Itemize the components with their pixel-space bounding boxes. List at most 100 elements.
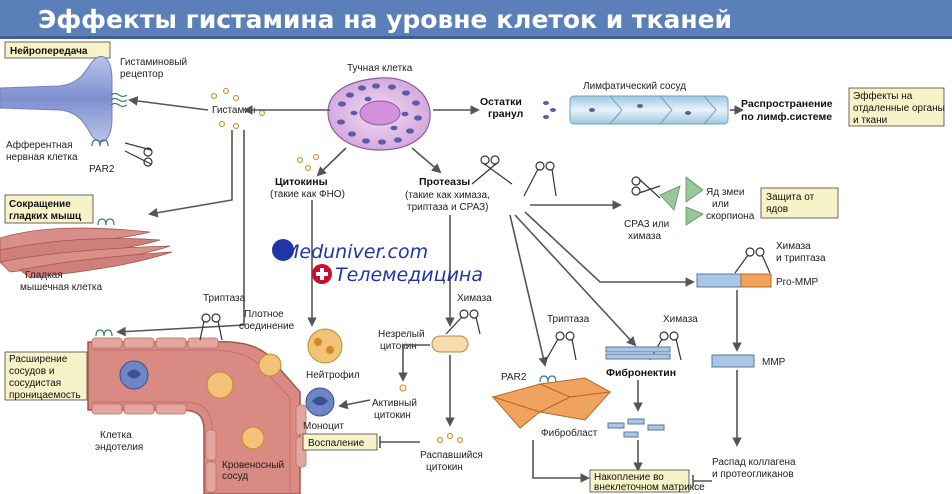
watermark-line1: Meduniver.com <box>283 241 428 263</box>
label-endothelial: Клетка <box>100 430 132 441</box>
box-remote-text-1: Эффекты на <box>853 90 913 102</box>
label-fibronectin: Фибронектин <box>606 367 676 379</box>
label-collagen-2: и протеогликанов <box>712 469 794 480</box>
box-smooth-text-1: Сокращение <box>9 199 71 210</box>
box-venom-text-2: ядов <box>766 204 788 215</box>
arrow-immature-active <box>398 344 430 382</box>
pro-mmp-bar-tail <box>740 273 772 288</box>
label-spread-2: по лимф.системе <box>741 111 832 123</box>
fib-receptor-icon <box>539 375 557 383</box>
lymph-valves <box>609 95 717 125</box>
lymph-vessel <box>569 95 729 125</box>
label-smooth-cell-2: мышечная клетка <box>20 282 103 293</box>
box-venom-protection <box>760 187 839 219</box>
box-ecm-text-1: Накопление во <box>594 472 664 483</box>
box-vaso-text-1: Расширение <box>9 354 68 365</box>
label-snake-2: или <box>712 199 729 210</box>
afferent-nerve <box>0 56 113 142</box>
endothelial-cells <box>91 337 307 493</box>
label-lymph-vessel: Лимфатический сосуд <box>583 80 686 92</box>
label-par2-fib: PAR2 <box>501 372 527 383</box>
label-tight-junction-2: соединение <box>239 321 295 332</box>
smooth-receptor-icon <box>97 218 115 226</box>
cpa3-scissors-icon <box>631 176 661 199</box>
label-blood-vessel-2: сосуд <box>222 471 248 482</box>
box-smooth-text-2: гладких мышц <box>9 211 82 222</box>
watermark-line2: Телемедицина <box>335 264 483 286</box>
arrow-mast-cytokines <box>316 147 347 177</box>
label-granule-remains: Остатки <box>480 96 522 108</box>
decayed-cytokine-dots <box>437 433 463 443</box>
mast-cell-granules <box>337 83 422 145</box>
arrow-histamine-smooth <box>148 130 233 218</box>
label-tryptase-top: Триптаза <box>203 293 246 304</box>
smooth-muscle <box>0 227 173 279</box>
arrow-proteases-promm <box>524 211 695 287</box>
arrow-histamine-nerve <box>128 96 209 111</box>
label-mmp: MMP <box>762 357 786 368</box>
promm-scissors-icon <box>734 247 771 274</box>
label-proteases-3: триптаза и СРАЗ) <box>407 202 489 213</box>
label-smooth-cell: Гладкая <box>25 270 63 281</box>
histamine-receptor-icon <box>110 92 128 108</box>
box-inflammation-text: Воспаление <box>308 438 365 449</box>
label-chymase-tryptase: Химаза <box>776 241 811 252</box>
label-decayed-cytokine: Распавшийся <box>420 450 483 461</box>
label-pro-mmp: Pro-MMP <box>776 277 819 288</box>
box-ecm-text-2: внеклеточном матриксе <box>594 482 705 493</box>
arrow-fibroblast-ecm <box>532 440 590 483</box>
box-neurotransmission <box>4 41 111 59</box>
arrow-active-monocyte <box>338 399 371 410</box>
label-decayed-cytokine-2: цитокин <box>426 462 463 473</box>
box-vasodilation <box>4 351 88 401</box>
label-histamine-receptor-2: рецептор <box>120 69 164 80</box>
box-vaso-text-2: сосудов и <box>9 366 54 377</box>
arrow-proteases-par2 <box>509 214 548 367</box>
immature-cytokine <box>431 335 469 353</box>
arrow-histamine-vessel <box>116 130 245 337</box>
mmp-bar <box>711 354 755 368</box>
label-mast-cell: Тучная клетка <box>347 63 413 74</box>
blood-cells <box>119 353 282 450</box>
venom-icon <box>659 176 704 226</box>
label-snake-venom: Яд змеи <box>706 187 744 198</box>
fibronectin-bars <box>605 346 671 360</box>
label-par2-nerve: PAR2 <box>89 164 115 175</box>
title-bar <box>0 0 952 38</box>
pro-mmp-bar <box>696 273 742 288</box>
arrow-mast-proteases <box>411 147 442 174</box>
watermark: Meduniver.com Телемедицина <box>272 239 483 286</box>
label-immature-cytokine-2: цитокин <box>380 341 417 352</box>
label-histamine-receptor: Гистаминовый <box>120 57 187 68</box>
scissors-icon-proteases <box>471 155 557 197</box>
label-proteases-2: (такие как химаза, <box>405 190 490 201</box>
neutrophil <box>307 328 343 364</box>
lymph-granules <box>589 104 691 115</box>
label-histamine: Гистамин <box>212 105 255 116</box>
label-immature-cytokine: Незрелый <box>378 329 425 340</box>
label-granule-remains-2: гранул <box>488 108 523 120</box>
active-cytokine <box>399 384 407 392</box>
arrow-proteases-fibronectin <box>514 214 637 347</box>
granule-remains-dots <box>543 101 556 119</box>
vessel-receptor-icon <box>95 329 113 337</box>
label-active-cytokine-2: цитокин <box>374 410 411 421</box>
label-cpa3-2: химаза <box>628 231 661 242</box>
box-vaso-text-3: сосудистая <box>9 378 61 389</box>
label-chymase-mid: Химаза <box>457 293 492 304</box>
box-ecm <box>589 469 690 493</box>
page-title: Эффекты гистамина на уровне клеток и тка… <box>38 5 732 34</box>
label-afferent: Афферентная <box>6 139 73 151</box>
box-smooth-contraction <box>4 194 94 224</box>
label-active-cytokine: Активный <box>372 398 417 409</box>
label-endothelial-2: эндотелия <box>95 442 143 453</box>
label-fibroblast: Фибробласт <box>541 427 598 439</box>
histamine-dots <box>211 88 265 129</box>
label-proteases: Протеазы <box>419 176 470 188</box>
box-neurotransmission-text: Нейропередача <box>10 46 88 57</box>
label-chymase-tryptase-2: и триптаза <box>776 253 826 264</box>
fibronectin-fragments <box>607 418 665 438</box>
label-neutrophil: Нейтрофил <box>306 369 360 381</box>
box-venom-text-1: Защита от <box>766 192 815 203</box>
